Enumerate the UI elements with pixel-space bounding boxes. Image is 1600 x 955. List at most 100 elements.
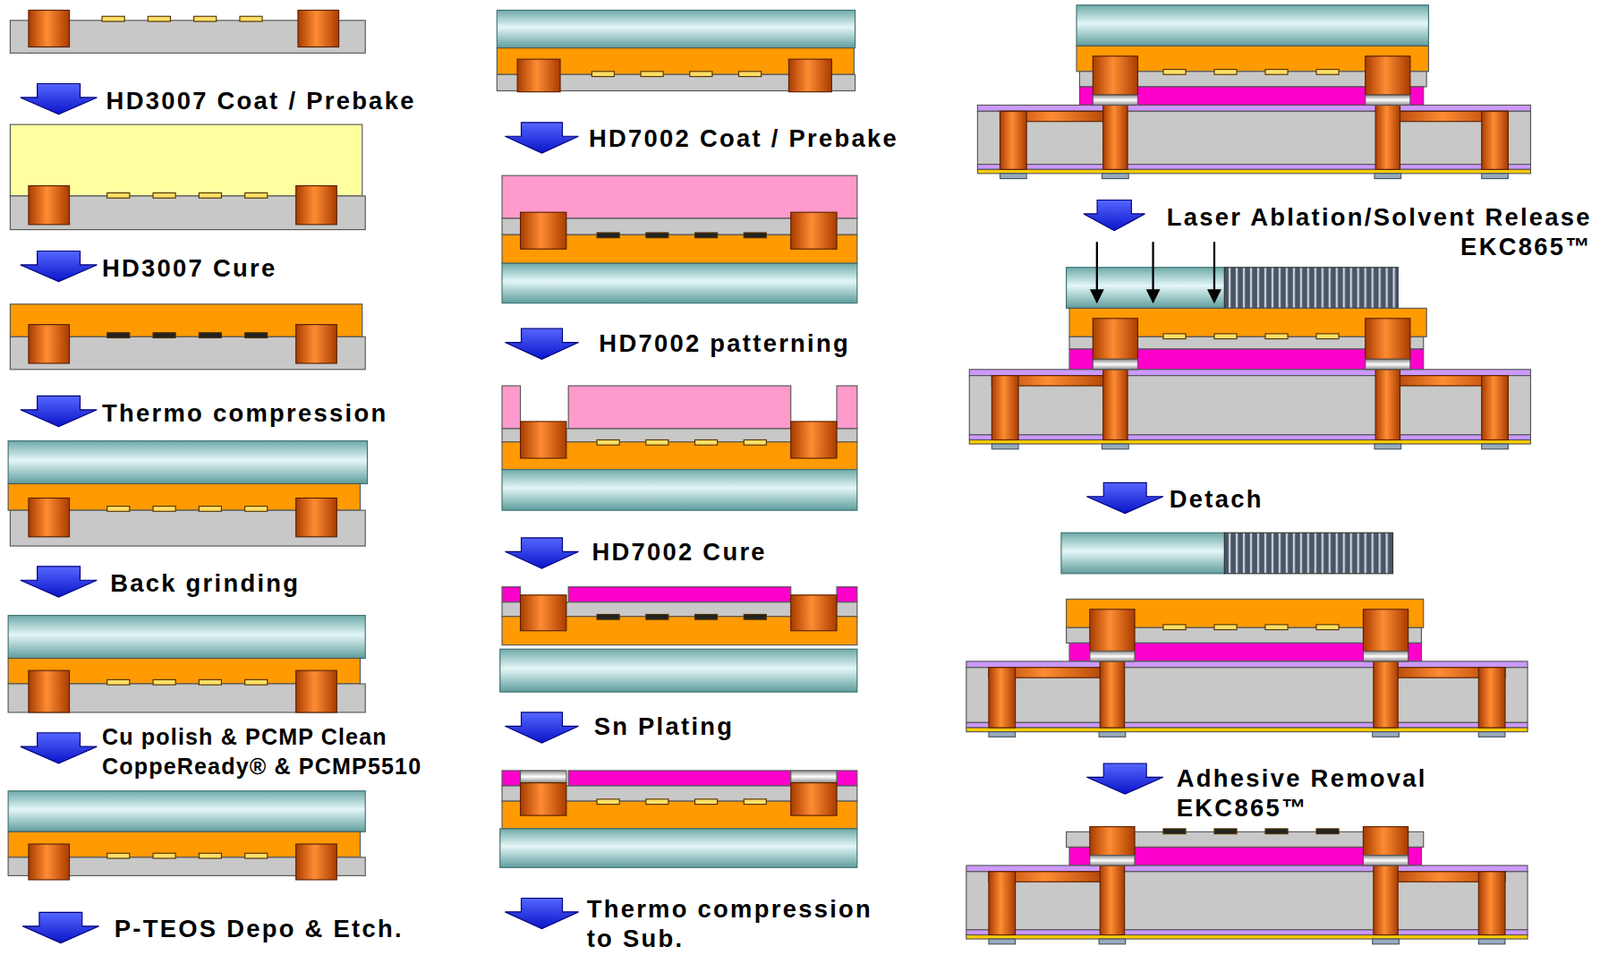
step-arrow [20,251,98,282]
step-arrow [20,566,98,597]
step-arrow [504,122,579,154]
die-pad [1163,69,1186,76]
die-pad [153,332,176,339]
die-pad [107,506,130,512]
ablated-carrier [1224,267,1398,309]
die-pad [239,16,263,22]
copper-pillar [1365,56,1411,95]
copper-pillar [791,421,837,459]
bottom-pad [988,938,1016,945]
copper-pillar [296,186,338,225]
die-pad [198,679,222,685]
step-label: HD3007 Coat / Prebake [106,85,417,115]
laser-beam [1096,241,1098,302]
step-label: Back grinding [110,568,300,598]
copper-pillar [520,595,567,631]
hd7002-patterned [502,385,521,429]
bottom-pad [1372,731,1400,738]
glass-carrier [1066,267,1226,309]
copper-pillar [28,9,70,47]
step-arrow [504,328,579,359]
glass-carrier [496,9,855,48]
substrate-layer [969,369,1531,376]
bottom-pad [1374,173,1402,179]
copper-pillar [520,212,567,249]
die-pad [1163,624,1186,630]
copper-pillar [1481,110,1509,170]
step-arrow [504,712,579,743]
hd7002-cured [502,770,521,786]
copper-pillar [791,595,837,631]
copper-pillar [1375,104,1400,170]
die-pad [1214,69,1237,76]
bottom-pad [1102,173,1130,179]
step-label: HD3007 Cure [102,252,277,282]
copper-pillar [296,843,338,880]
die-pad [640,71,664,77]
copper-pillar [788,59,832,92]
glass-carrier [8,615,366,659]
laser-beam [1151,241,1154,302]
bottom-pad [1374,443,1402,450]
copper-pillar [28,843,70,880]
die-pad [596,439,620,445]
hd7002-cured [568,587,792,603]
copper-pillar [1481,375,1509,441]
die-pad [194,16,217,22]
sn-cap [1089,855,1135,866]
die-pad [153,193,176,199]
die-pad [245,193,268,199]
die-pad [695,613,718,620]
sn-cap [1362,651,1408,662]
copper-pillar [1103,369,1128,441]
step-label: Thermo compression [102,397,388,427]
copper-pillar [1103,104,1128,170]
bottom-pad [1478,938,1506,945]
bottom-pad [1372,938,1400,945]
substrate-layer [966,929,1528,936]
copper-pillar [28,670,70,713]
copper-pillar [520,421,567,459]
substrate-finish [969,439,1531,444]
die-pad [1214,333,1237,340]
step-label: HD7002 Cure [591,536,766,566]
copper-pillar [1373,865,1398,936]
hd7002-patterned [836,385,858,429]
copper-pillar [28,186,70,225]
step-arrow [20,84,98,115]
hd7002-cured [502,587,521,603]
substrate-finish [966,727,1528,732]
die-pad [1316,69,1339,76]
copper-pillar [517,59,561,92]
die-pad [147,16,171,22]
copper-pillar [1099,661,1124,728]
substrate-layer [977,164,1531,171]
substrate-finish [977,169,1531,174]
die-pad [198,506,222,512]
die-pad [1214,828,1237,835]
die-pad [107,852,130,859]
die-pad [739,71,762,77]
die-pad [646,613,669,620]
copper-pillar [296,324,338,364]
copper-pillar [988,667,1016,728]
step-label: Sn Plating [594,710,735,741]
copper-pillar [28,324,70,364]
step-label: Detach [1169,483,1264,513]
sn-cap [1089,651,1135,662]
copper-pillar [1365,318,1411,360]
substrate-core [966,871,1528,930]
copper-pillar [1099,865,1124,936]
substrate-layer [969,434,1531,441]
step-arrow [20,395,98,426]
copper-pillar [791,212,837,249]
substrate-layer [966,722,1528,728]
die-pad [1163,333,1186,340]
glass-carrier [1061,532,1225,574]
bottom-pad [1000,173,1028,179]
copper-pillar [296,670,338,713]
sn-cap [1092,358,1138,369]
step-label: P-TEOS Depo & Etch. [114,912,404,943]
die-pad [646,439,669,445]
die-pad [198,332,222,339]
